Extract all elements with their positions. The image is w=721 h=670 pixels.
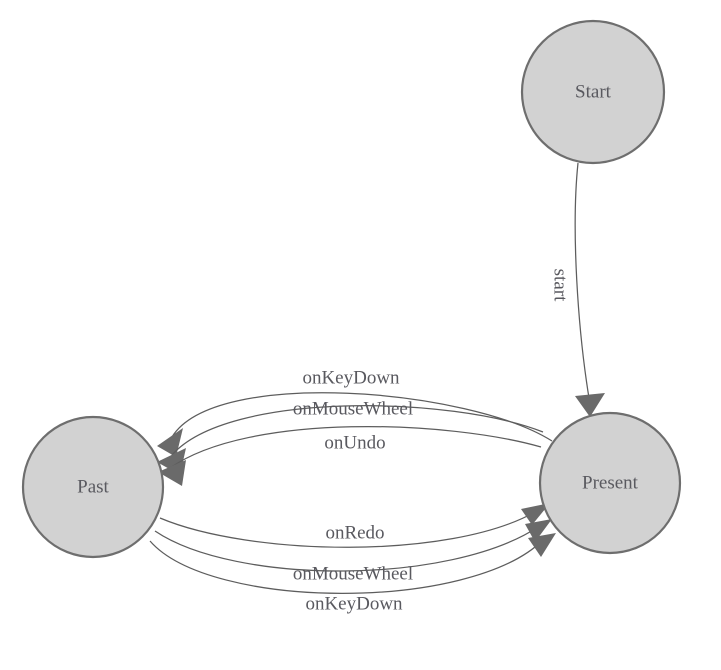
node-past-circle (21, 415, 165, 559)
edge-label-bottom-2: onMouseWheel (293, 564, 413, 585)
edge-past-to-present-1[interactable] (159, 503, 550, 548)
node-past-label: Past (77, 477, 109, 498)
edge-label-group: start onKeyDown onMouseWheel onUndo onRe… (293, 269, 571, 615)
edge-label-start: start (550, 269, 571, 302)
edge-past-to-present-2-path (154, 526, 539, 572)
edge-start-to-present[interactable] (574, 162, 605, 417)
edge-label-bottom-3: onKeyDown (305, 594, 403, 615)
node-present-label: Present (582, 473, 639, 494)
edge-label-bottom-1: onRedo (325, 523, 384, 544)
edge-label-top-1: onKeyDown (302, 368, 400, 389)
edge-present-to-past-3[interactable] (158, 425, 542, 486)
arrowhead-past-to-present-1 (521, 503, 550, 525)
arrowhead-start-to-present (575, 393, 605, 417)
node-present[interactable]: Present (538, 411, 682, 555)
edge-present-to-past-2-path (171, 405, 544, 456)
node-start-label: Start (575, 82, 612, 103)
arrowhead-past-to-present-3 (528, 533, 556, 557)
node-group: Start Present Past (21, 19, 682, 559)
node-past[interactable]: Past (21, 415, 165, 559)
edge-group (149, 162, 605, 594)
edge-label-top-2: onMouseWheel (293, 399, 413, 420)
edge-past-to-present-3[interactable] (149, 533, 556, 594)
node-start-circle (520, 19, 666, 165)
edge-label-top-3: onUndo (324, 433, 385, 454)
arrowhead-present-to-past-3 (158, 460, 186, 486)
edge-past-to-present-2[interactable] (154, 519, 552, 572)
node-start[interactable]: Start (520, 19, 666, 165)
arrowhead-past-to-present-2 (525, 519, 552, 542)
edge-start-to-present-path (574, 162, 590, 399)
edge-present-to-past-3-path (169, 425, 542, 469)
node-present-circle (538, 411, 682, 555)
edge-past-to-present-1-path (159, 511, 536, 548)
edge-past-to-present-3-path (149, 539, 544, 594)
